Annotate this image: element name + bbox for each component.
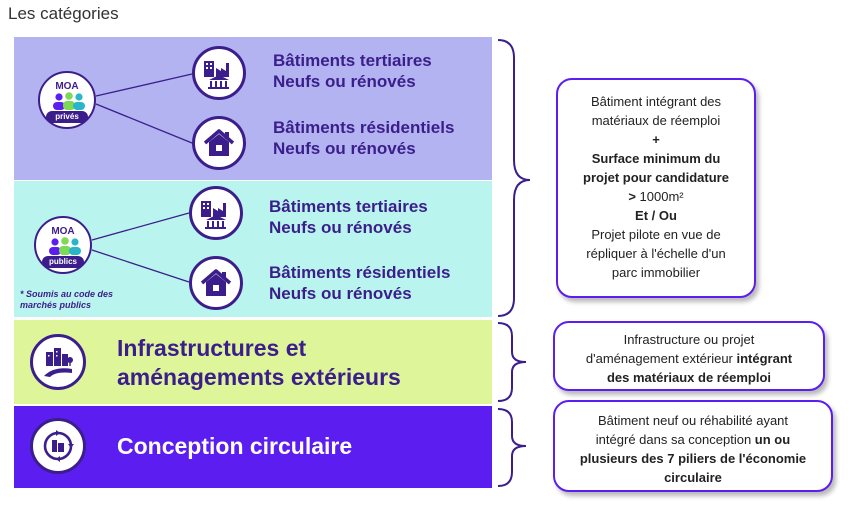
infrastructure-criteria-card: Infrastructure ou projet d'aménagement e… (553, 321, 825, 391)
card-line-bold: plusieurs des 7 piliers de l'économie (579, 451, 807, 466)
infrastructure-title: Infrastructures et (117, 335, 307, 361)
city-road-icon (30, 334, 86, 390)
moa-label: MOA (55, 81, 79, 92)
card-and-or: Et / Ou (635, 208, 677, 223)
category-subtitle: Neufs ou rénovés (269, 284, 412, 303)
house-icon (189, 256, 243, 310)
card-area-line: > 1000m² (628, 189, 684, 204)
people-icon (53, 92, 85, 110)
infrastructure-subtitle: aménagements extérieurs (117, 364, 401, 390)
circular-building-icon (30, 418, 86, 474)
public-procurement-note: * Soumis au code des marchés publics (20, 289, 113, 311)
card-line: intégré dans sa conception un ou (595, 432, 791, 447)
category-subtitle: Neufs ou rénovés (273, 139, 416, 158)
card-line-bold: circulaire (664, 470, 722, 485)
card-line: Projet pilote en vue de (591, 227, 721, 242)
card-line: Infrastructure ou projet (623, 332, 755, 347)
category-public-residential: Bâtiments résidentiels Neufs ou rénovés (269, 262, 450, 304)
buildings-factory-icon (189, 186, 243, 240)
note-line: * Soumis au code des (20, 289, 114, 299)
card-line: Bâtiment intégrant des (590, 94, 722, 109)
infrastructure-label: Infrastructures et aménagements extérieu… (117, 334, 401, 392)
category-public-tertiary: Bâtiments tertiaires Neufs ou rénovés (269, 196, 428, 238)
band-circular-design (14, 406, 492, 488)
moa-private-badge: MOA privés (38, 71, 96, 129)
category-title: Bâtiments tertiaires (273, 51, 432, 70)
page-title: Les catégories (8, 4, 119, 23)
category-subtitle: Neufs ou rénovés (273, 72, 416, 91)
people-icon (49, 237, 81, 255)
card-line-bold: projet pour candidature (583, 170, 729, 185)
category-title: Bâtiments résidentiels (273, 118, 455, 137)
moa-public-badge: MOA publics (34, 216, 92, 274)
brace-shapes (497, 39, 531, 487)
category-subtitle: Neufs ou rénovés (269, 218, 412, 237)
card-line: parc immobilier (611, 265, 701, 280)
note-line: marchés publics (20, 300, 92, 310)
category-title: Bâtiments résidentiels (269, 263, 451, 282)
card-line: matériaux de réemploi (591, 113, 721, 128)
card-line: d'aménagement extérieur intégrant (585, 351, 793, 366)
moa-group-label: publics (42, 256, 84, 268)
house-icon (192, 116, 246, 170)
buildings-factory-icon (192, 46, 246, 100)
card-line: répliquer à l'échelle d'un (586, 246, 726, 261)
circular-criteria-card: Bâtiment neuf ou réhabilité ayant intégr… (553, 400, 833, 492)
moa-group-label: privés (46, 111, 88, 123)
band-infrastructures (14, 320, 492, 404)
moa-label: MOA (51, 226, 75, 237)
card-line-bold: Surface minimum du (591, 151, 721, 166)
category-title: Bâtiments tertiaires (269, 197, 428, 216)
band-public-owners (14, 181, 492, 317)
category-private-tertiary: Bâtiments tertiaires Neufs ou rénovés (273, 50, 432, 92)
category-private-residential: Bâtiments résidentiels Neufs ou rénovés (273, 117, 454, 159)
card-line: Bâtiment neuf ou réhabilité ayant (597, 413, 789, 428)
building-criteria-card: Bâtiment intégrant des matériaux de réem… (556, 78, 756, 298)
circular-design-label: Conception circulaire (117, 433, 353, 459)
card-line-bold: des matériaux de réemploi (606, 370, 771, 385)
card-plus: + (652, 132, 660, 147)
